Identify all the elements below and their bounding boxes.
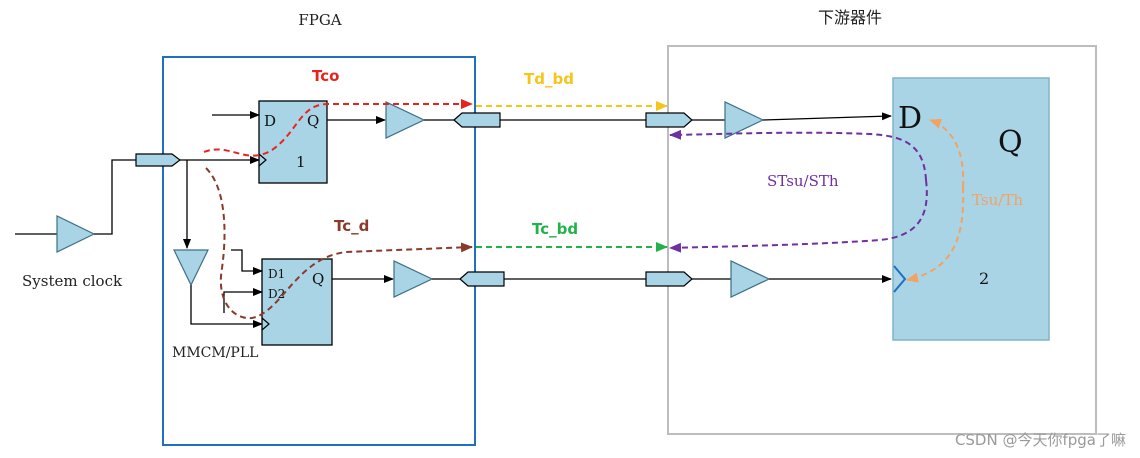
- fpga-title: FPGA: [298, 11, 341, 29]
- device-number: 2: [979, 269, 989, 288]
- tco-label: Tco: [312, 67, 339, 85]
- device-d-label: D: [898, 101, 922, 136]
- flipflop-2-d1-label: D1: [268, 267, 285, 281]
- downstream-title: 下游器件: [818, 8, 882, 27]
- device-data-pad: [645, 112, 693, 128]
- output-buffer-2: [393, 260, 434, 298]
- td-bd-label: Td_bd: [524, 70, 574, 88]
- tsu-th-label: Tsu/Th: [972, 191, 1023, 209]
- tc-bd-label: Tc_bd: [532, 220, 578, 238]
- flipflop-1: [258, 100, 328, 184]
- flipflop-1-q-label: Q: [307, 112, 319, 130]
- downstream-flipflop-block: [892, 77, 1050, 341]
- flipflop-1-number: 1: [296, 153, 306, 171]
- stsu-sth-label: STsu/STh: [767, 172, 839, 190]
- flipflop-2-clock-notch: [261, 317, 270, 331]
- device-data-buffer: [724, 101, 765, 139]
- flipflop-1-d-label: D: [264, 112, 276, 130]
- device-clock-buffer: [730, 260, 771, 298]
- tco-path: [203, 99, 473, 157]
- tsu-th-path-lower: [906, 186, 965, 283]
- flipflop-2-d2-label: D2: [268, 287, 285, 301]
- fpga-clock-pad: [135, 153, 181, 167]
- mmcm-output-wire: [190, 285, 263, 328]
- flipflop-2-q-label: Q: [312, 270, 324, 288]
- flipflop-1-clock-notch: [258, 153, 267, 167]
- stsu-sth-bottom-path: [669, 179, 928, 253]
- device-clock-pad: [645, 271, 693, 287]
- sysclk-buffer: [56, 215, 96, 253]
- device-data-input-wire: [762, 112, 892, 121]
- tsu-th-path: [929, 119, 965, 188]
- fpga-data-pad: [453, 112, 501, 128]
- tc-d-label: Tc_d: [334, 217, 369, 235]
- output-buffer-1: [385, 101, 426, 139]
- mmcm-pll-label: MMCM/PLL: [172, 345, 258, 361]
- tc-d-path: [205, 167, 473, 320]
- sysclk-route-wire: [94, 159, 136, 235]
- flipflop-2-d2-tie-wire: [223, 288, 263, 313]
- system-clock-label: System clock: [22, 272, 123, 290]
- flipflop-2: [261, 258, 333, 346]
- fpga-boundary: [162, 56, 476, 446]
- device-clock-notch: [893, 265, 907, 293]
- stsu-sth-top-path: [669, 129, 927, 181]
- flipflop-2-d1-tie-wire: [231, 249, 263, 275]
- watermark: CSDN @今天你fpga了嘛: [955, 431, 1126, 449]
- fpga-clock-out-pad: [459, 271, 505, 287]
- mmcm-pll-buffer: [173, 249, 209, 287]
- device-q-label: Q: [998, 125, 1023, 160]
- downstream-boundary: [667, 45, 1097, 435]
